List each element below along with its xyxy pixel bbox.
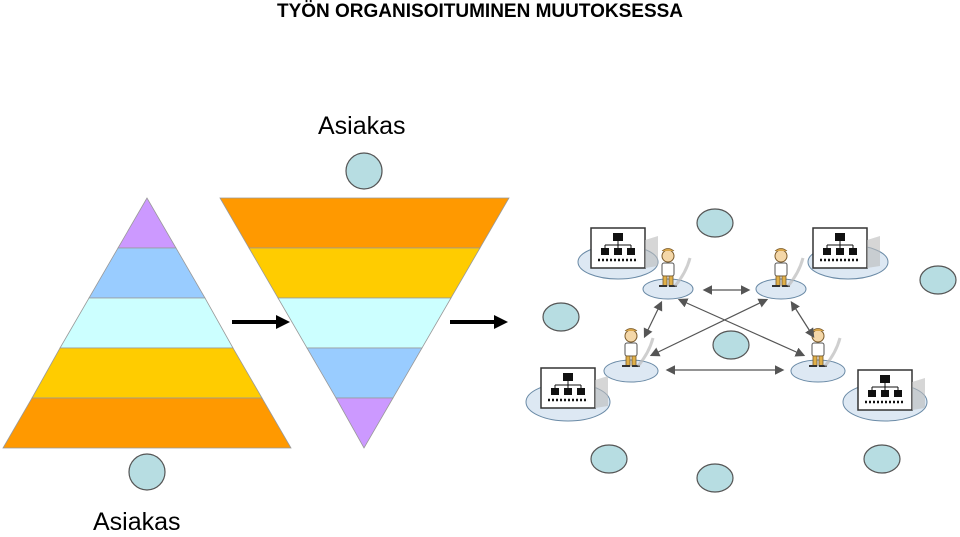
inverted-level-3 [277, 297, 452, 349]
pyramid-level-5 [2, 397, 292, 449]
org-chart-icon [811, 226, 882, 270]
customer-ellipse [712, 330, 750, 360]
org-chart-icon [856, 368, 927, 412]
customer-ellipse [696, 463, 734, 493]
pyramid-level-3 [59, 297, 234, 349]
label-customer-top: Asiakas [318, 112, 406, 140]
customer-ellipse [542, 302, 580, 332]
arrow-right-icon [232, 315, 290, 329]
customer-ellipse [590, 444, 628, 474]
customer-ellipse [863, 444, 901, 474]
label-customer-bottom: Asiakas [93, 508, 181, 536]
customer-ellipse [919, 265, 957, 295]
person-ellipse [755, 278, 807, 300]
customer-circle-top [345, 152, 383, 190]
double-arrow-icon [643, 285, 815, 375]
pyramid-level-4 [31, 347, 263, 399]
page-title: TYÖN ORGANISOITUMINEN MUUTOKSESSA [276, 1, 684, 22]
arrow-right-icon [450, 315, 508, 329]
person-ellipse [603, 359, 659, 383]
org-chart-icon [589, 226, 660, 270]
inverted-level-4 [306, 347, 423, 399]
pyramid-level-1 [117, 197, 177, 249]
inverted-level-2 [248, 247, 481, 299]
person-ellipse [790, 359, 846, 383]
org-chart-icon [539, 366, 610, 410]
inverted-level-1 [219, 197, 510, 249]
person-ellipse [642, 278, 694, 300]
pyramid-level-2 [88, 247, 206, 299]
customer-ellipse [696, 208, 734, 238]
hierarchy-pyramid [2, 197, 292, 449]
customer-circle-bottom [128, 453, 166, 491]
inverted-level-5 [335, 397, 394, 449]
inverted-pyramid [219, 197, 510, 449]
